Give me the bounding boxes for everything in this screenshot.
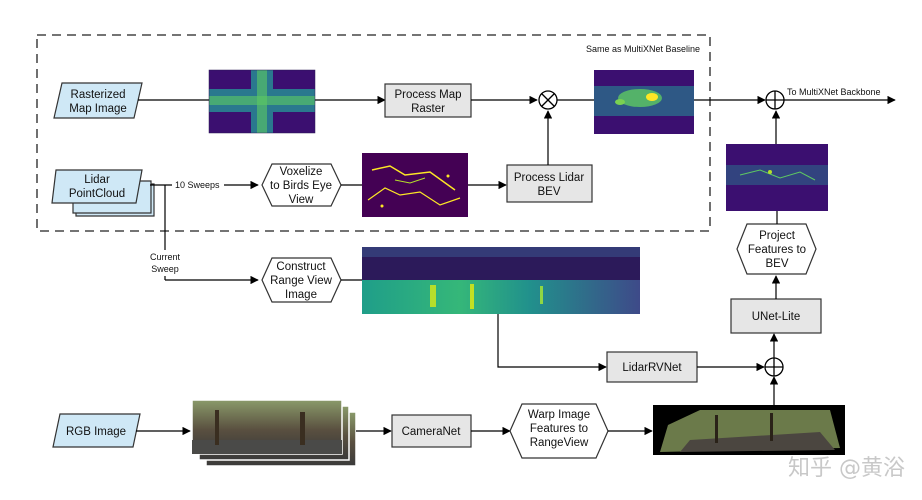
lidar-input-line-1: Lidar [84,174,110,186]
process-map-line-1: Process Map [394,89,461,101]
range-view-line-3: Image [285,289,317,301]
output-add-operator [765,90,785,110]
unet-lite-label: UNet-Lite [752,311,801,323]
process-lidar-line-2: BEV [537,186,560,198]
process-lidar-line-1: Process Lidar [514,172,584,184]
watermark: 知乎 @黄浴 [788,456,905,481]
voxelize-line-1: Voxelize [280,166,323,178]
project-line-1: Project [759,230,796,242]
warp-line-3: RangeView [530,437,589,449]
sweeps-label: 10 Sweeps [175,180,220,190]
range-view-line-2: Range View [270,275,332,287]
multiply-operator [538,90,558,110]
projected-features-image [726,144,828,211]
fusion-add-operator [764,357,784,377]
lidar-rv-net-box: LidarRVNet [606,351,698,383]
map-input-line-2: Map Image [69,103,127,115]
range-view-image [362,247,640,314]
output-label: To MultiXNet Backbone [787,87,881,97]
voxelize-line-2: to Birds Eye [270,180,332,192]
warped-rgb-image [653,405,845,455]
lidar-input-line-2: PointCloud [69,188,125,200]
warp-line-1: Warp Image [528,409,590,421]
lidar-bev-image [362,153,468,217]
rgb-input: RGB Image [52,413,141,448]
rgb-input-label: RGB Image [66,426,126,438]
baseline-region [36,34,711,232]
voxelize-line-3: View [289,194,314,206]
unet-lite-box: UNet-Lite [730,298,822,334]
map-input-line-1: Rasterized [71,89,126,101]
lidar-rv-net-label: LidarRVNet [622,362,682,374]
map-raster-image [208,69,316,134]
rgb-image-stack [191,399,357,467]
project-line-3: BEV [765,258,788,270]
camera-net-box: CameraNet [391,414,472,448]
baseline-region-label: Same as MultiXNet Baseline [586,44,700,54]
process-map-line-2: Raster [411,103,445,115]
range-view-line-1: Construct [276,261,326,273]
project-line-2: Features to [748,244,806,256]
fused-bev-image [594,70,694,134]
camera-net-label: CameraNet [402,426,462,438]
warp-line-2: Features to [530,423,588,435]
